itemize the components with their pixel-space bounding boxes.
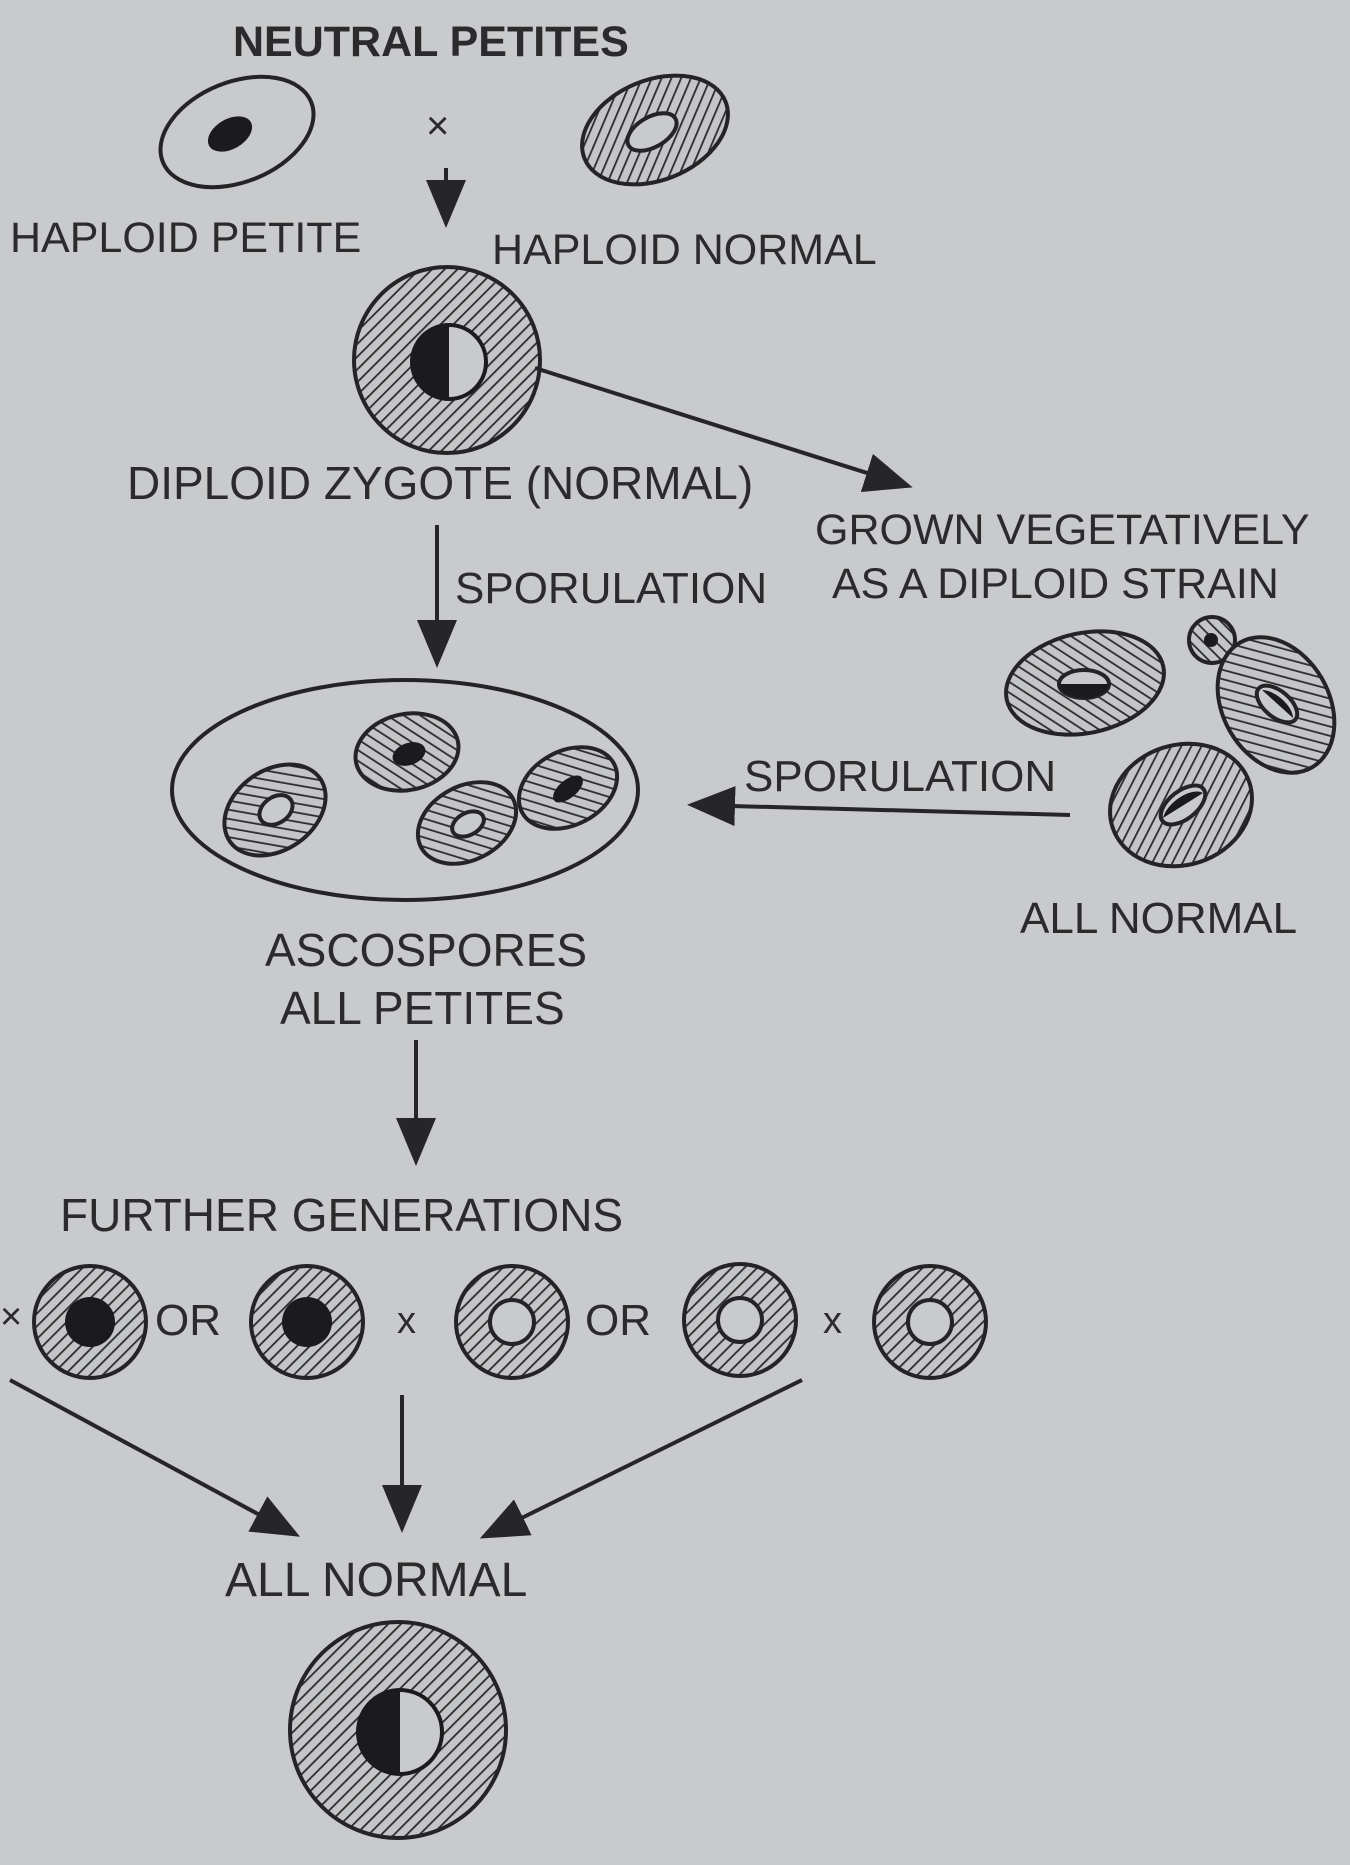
gen-cell-petite-3 xyxy=(456,1266,568,1378)
further-generations-label: FURTHER GENERATIONS xyxy=(60,1190,623,1242)
cross-symbol-right: x xyxy=(823,1300,842,1343)
gen-cell-petite-2 xyxy=(251,1266,363,1378)
sporulation-left-label: SPORULATION xyxy=(744,752,1056,801)
ascospore-petite-2 xyxy=(348,704,466,800)
haploid-normal-label: HAPLOID NORMAL xyxy=(492,226,877,274)
all-petites-label: ALL PETITES xyxy=(280,983,565,1035)
title-label: NEUTRAL PETITES xyxy=(233,18,629,66)
all-normal-right-label: ALL NORMAL xyxy=(1020,894,1297,943)
haploid-petite-label: HAPLOID PETITE xyxy=(10,214,361,262)
all-normal-bottom-label: ALL NORMAL xyxy=(225,1554,527,1608)
ascospore-petite-1 xyxy=(207,746,343,875)
haploid-petite-cell xyxy=(144,56,330,209)
diploid-strain-cell-1 xyxy=(996,617,1173,748)
sporulation-left-arrow xyxy=(695,805,1070,815)
grown-vegetatively-label-1: GROWN VEGETATIVELY xyxy=(815,506,1310,554)
gen-cell-petite-4 xyxy=(684,1264,796,1376)
ascospore-petite-4 xyxy=(505,731,632,845)
sporulation-down-label: SPORULATION xyxy=(455,564,767,613)
diploid-zygote-cell xyxy=(354,267,540,453)
or-label-2: OR xyxy=(585,1296,651,1345)
converge-arrow-left xyxy=(10,1380,293,1533)
diploid-zygote-label: DIPLOID ZYGOTE (NORMAL) xyxy=(127,458,753,510)
or-label-1: OR xyxy=(155,1296,221,1345)
cross-symbol-mid: x xyxy=(397,1300,416,1343)
cross-symbol: × xyxy=(426,104,449,149)
gen-cell-petite-5 xyxy=(874,1266,986,1378)
grown-vegetatively-label-2: AS A DIPLOID STRAIN xyxy=(832,560,1279,608)
final-normal-cell xyxy=(290,1622,506,1838)
cross-symbol-left: × xyxy=(0,1296,22,1339)
gen-cell-petite-1 xyxy=(34,1266,146,1378)
converge-arrow-right xyxy=(487,1380,802,1535)
haploid-normal-cell xyxy=(566,55,744,205)
ascospores-label: ASCOSPORES xyxy=(265,925,587,977)
